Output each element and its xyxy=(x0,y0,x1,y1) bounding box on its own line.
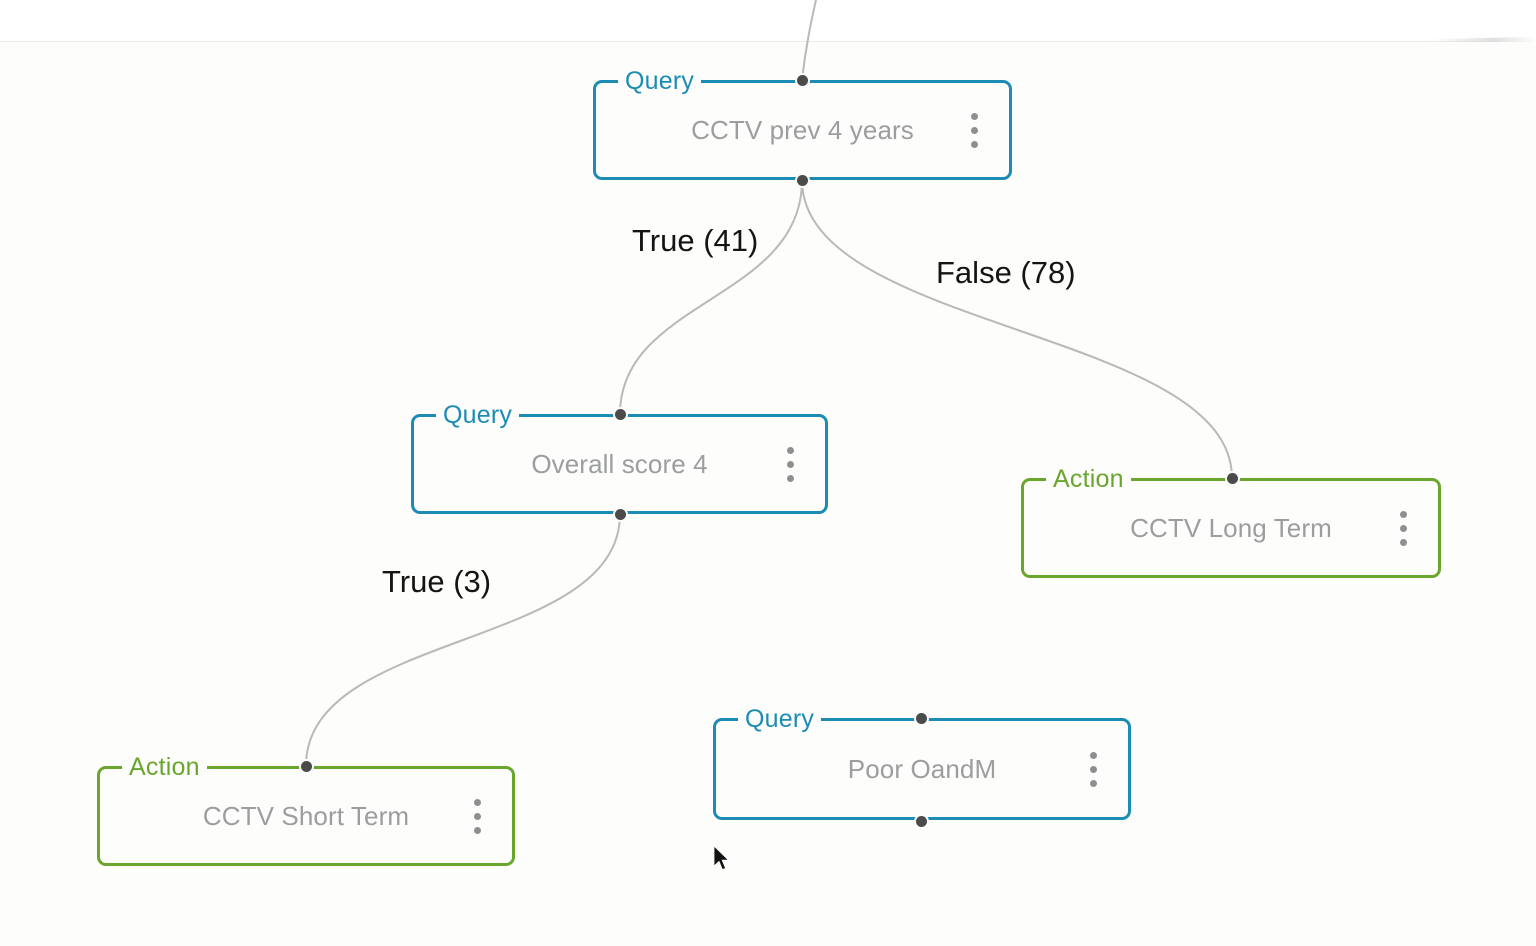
node-title: CCTV Long Term xyxy=(1130,513,1332,543)
kebab-menu-icon[interactable] xyxy=(466,796,488,836)
port-n2-bottom[interactable] xyxy=(614,508,626,520)
node-kind-label: Action xyxy=(1046,465,1131,493)
port-n4-top[interactable] xyxy=(300,760,312,772)
node-kind-label: Action xyxy=(122,753,207,781)
edge-e2[interactable] xyxy=(801,179,1233,479)
kebab-menu-icon[interactable] xyxy=(1082,749,1104,789)
top-toolbar xyxy=(0,0,1536,47)
port-n1-bottom[interactable] xyxy=(796,174,808,186)
kebab-menu-icon[interactable] xyxy=(1392,508,1414,548)
edge-label-e2: False (78) xyxy=(936,255,1076,290)
node-title: CCTV prev 4 years xyxy=(691,115,914,145)
kebab-menu-icon[interactable] xyxy=(963,110,985,150)
edge-label-e1: True (41) xyxy=(632,223,759,258)
node-title: CCTV Short Term xyxy=(202,801,410,831)
node-kind-label: Query xyxy=(618,67,702,95)
port-n1-top[interactable] xyxy=(796,74,808,86)
node-title: Poor OandM xyxy=(847,754,997,784)
port-n3-top[interactable] xyxy=(1226,472,1238,484)
edge-e3[interactable] xyxy=(305,513,621,767)
node-title: Overall score 4 xyxy=(531,449,708,479)
edge-label-e3: True (3) xyxy=(382,564,492,599)
node-kind-label: Query xyxy=(436,401,520,429)
port-n5-top[interactable] xyxy=(915,712,927,724)
kebab-menu-icon[interactable] xyxy=(779,444,801,484)
node-kind-label: Query xyxy=(738,705,822,733)
edge-e1[interactable] xyxy=(619,179,803,415)
port-n2-top[interactable] xyxy=(614,408,626,420)
port-n5-bottom[interactable] xyxy=(915,815,927,827)
